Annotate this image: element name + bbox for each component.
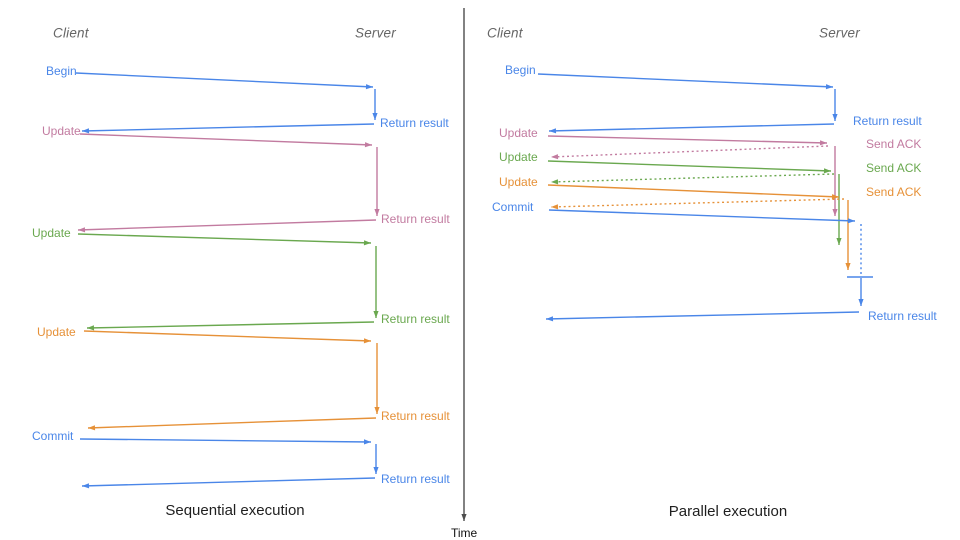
commit-request-arrow-head: [364, 439, 371, 445]
return-result-arrow-head: [88, 425, 96, 431]
ack-return-dotted-arrow-head: [551, 179, 559, 185]
update-request-arrow: [547, 184, 840, 198]
update-request-arrow: [79, 133, 373, 146]
update-request-arrow: [77, 233, 372, 244]
update-request-arrow: [547, 160, 832, 172]
return-result-arrow-head: [546, 316, 554, 322]
ack-return-dotted-arrow: [550, 198, 845, 208]
begin-request-arrow: [537, 73, 834, 88]
ack-return-dotted-arrow: [550, 173, 835, 183]
return-result-arrow-head: [87, 325, 95, 331]
return-result-arrow: [545, 311, 860, 320]
sequential-panel-title: Sequential execution: [165, 502, 305, 519]
server-processing-line-head: [373, 467, 379, 474]
return-result-arrow: [81, 477, 376, 487]
return-result-arrow: [548, 123, 835, 132]
commit-request-arrow: [548, 209, 856, 222]
server-processing-line-head: [845, 263, 851, 270]
time-axis-label: Time: [451, 526, 478, 540]
return-result-arrow: [86, 321, 375, 329]
update-request-arrow-head: [819, 140, 827, 146]
begin-request-arrow-head: [365, 84, 373, 90]
server-processing-line-head: [836, 238, 842, 245]
server-processing-line-head: [374, 407, 380, 414]
client-column-header-parallel: Client: [487, 25, 523, 41]
server-processing-line-head: [372, 113, 378, 120]
return-result-arrow-head: [549, 128, 557, 134]
return-result-arrow-head: [78, 227, 86, 233]
commit-request-arrow: [79, 438, 372, 443]
begin-request-arrow-head: [825, 84, 833, 90]
update-request-arrow-head: [364, 142, 372, 148]
commit-request-arrow-head: [847, 218, 855, 224]
ack-return-dotted-arrow: [550, 145, 829, 158]
ack-return-dotted-arrow-head: [551, 154, 559, 160]
server-column-header-parallel: Server: [819, 25, 860, 41]
return-result-arrow: [77, 219, 377, 231]
return-result-arrow: [87, 417, 377, 429]
update-request-arrow: [83, 330, 372, 342]
return-result-arrow-head: [82, 128, 90, 134]
ack-return-dotted-arrow-head: [551, 204, 559, 210]
update-request-arrow-head: [831, 194, 839, 200]
server-processing-line-head: [832, 114, 838, 121]
server-processing-line-head: [858, 299, 864, 306]
return-result-arrow: [81, 123, 375, 132]
update-request-arrow-head: [363, 240, 371, 246]
server-processing-line-head: [374, 209, 380, 216]
begin-request-arrow: [75, 72, 374, 88]
return-result-arrow-head: [82, 483, 90, 489]
parallel-panel-title: Parallel execution: [668, 503, 788, 520]
server-processing-line-head: [373, 311, 379, 318]
update-request-arrow: [547, 135, 828, 144]
update-request-arrow-head: [823, 168, 831, 174]
update-request-arrow-head: [363, 338, 371, 344]
time-axis-line-head: [461, 514, 467, 521]
server-column-header-sequential: Server: [355, 25, 396, 41]
server-processing-line-head: [832, 209, 838, 216]
client-column-header-sequential: Client: [53, 25, 89, 41]
